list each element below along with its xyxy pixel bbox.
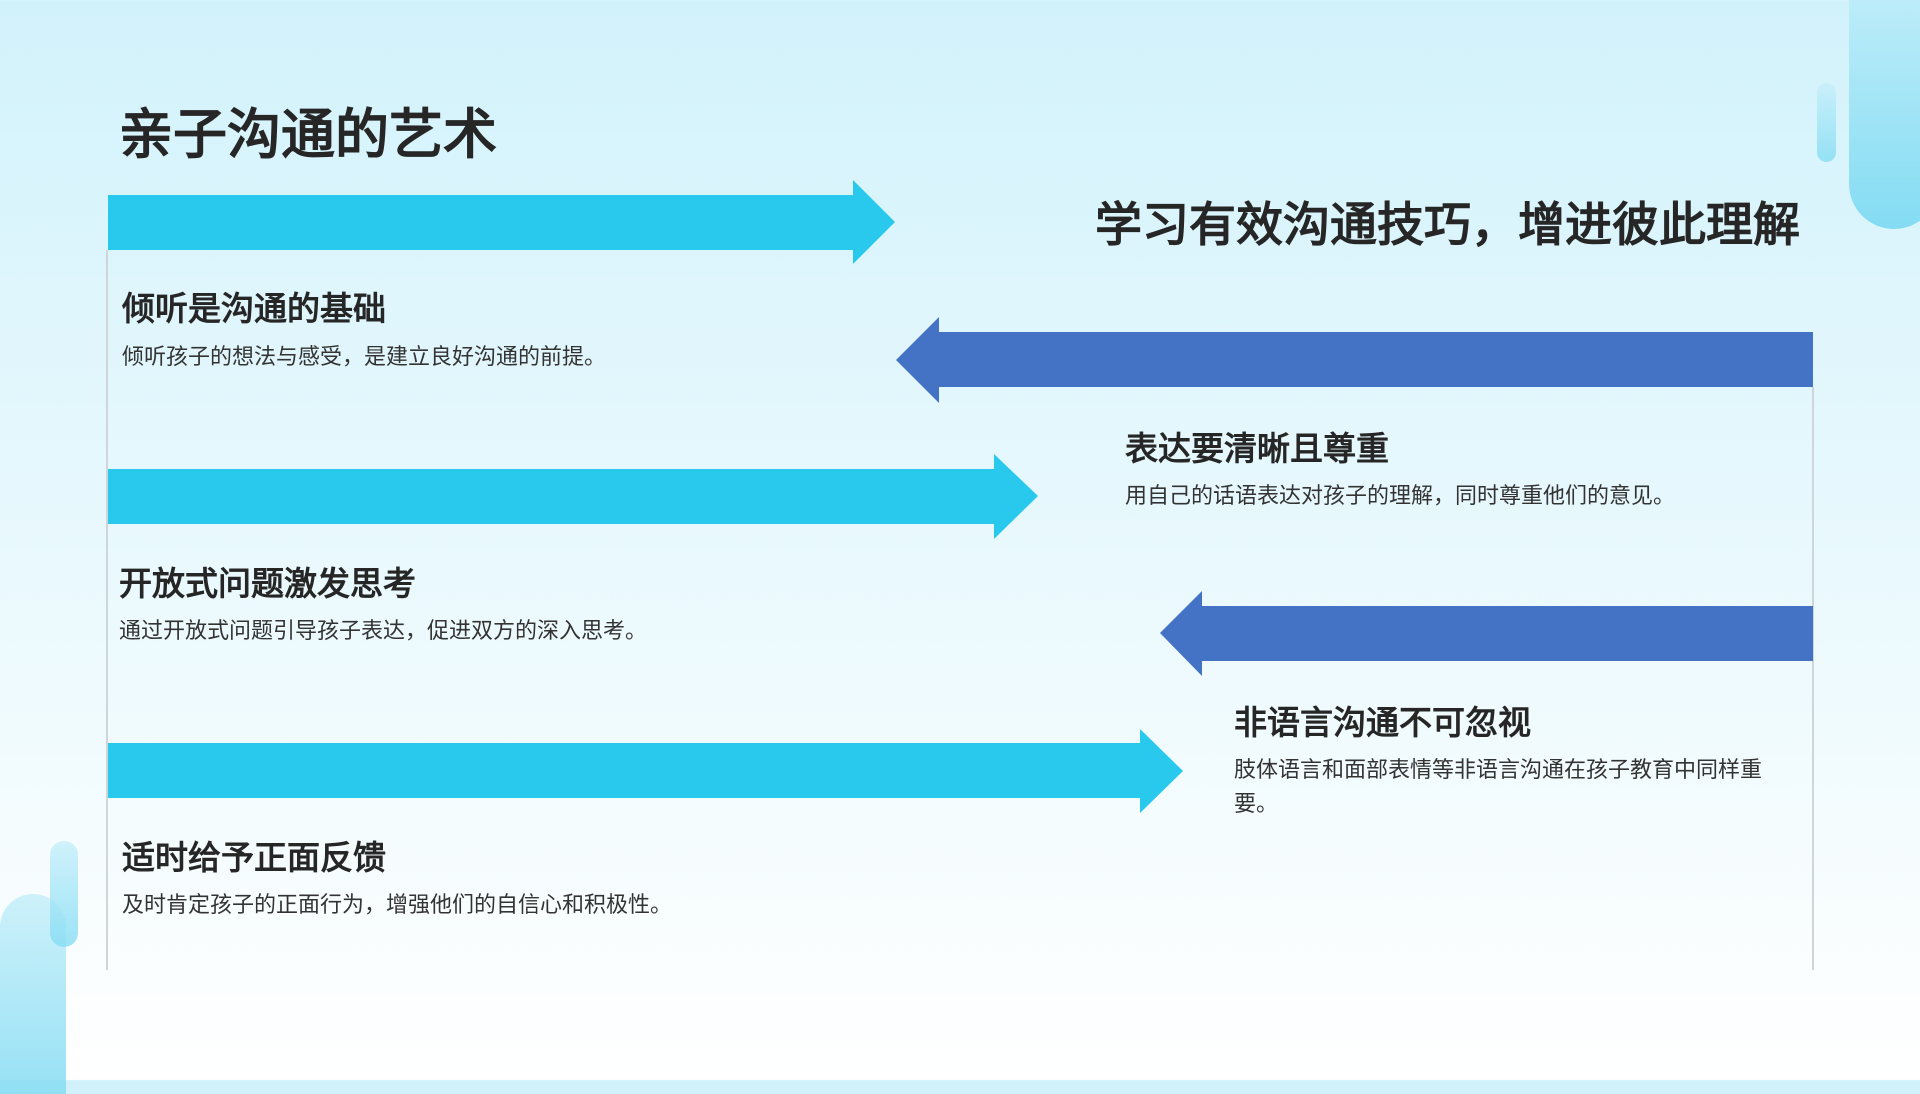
arrow-right-3 — [108, 454, 1038, 539]
item-2-heading: 表达要清晰且尊重 — [1125, 429, 1389, 468]
timeline-left-line — [106, 250, 108, 970]
arrow-right-5 — [108, 729, 1183, 813]
item-2-desc: 用自己的话语表达对孩子的理解，同时尊重他们的意见。 — [1125, 484, 1676, 509]
item-5-heading: 适时给予正面反馈 — [122, 838, 386, 877]
timeline-right-line — [1812, 387, 1814, 970]
decor-pill-small-top — [1817, 83, 1836, 162]
arrow-left-4 — [1160, 591, 1813, 676]
item-4-desc: 肢体语言和面部表情等非语言沟通在孩子教育中同样重要。 — [1234, 758, 1763, 817]
item-4-heading: 非语言沟通不可忽视 — [1234, 703, 1531, 742]
item-5-desc: 及时肯定孩子的正面行为，增强他们的自信心和积极性。 — [122, 893, 673, 918]
arrow-left-2 — [896, 317, 1813, 403]
decor-pill-small-bottom — [50, 841, 78, 947]
page-subtitle: 学习有效沟通技巧，增进彼此理解 — [1095, 198, 1800, 253]
item-1-desc: 倾听孩子的想法与感受，是建立良好沟通的前提。 — [122, 345, 607, 370]
page-title: 亲子沟通的艺术 — [119, 103, 497, 166]
item-3-heading: 开放式问题激发思考 — [119, 564, 416, 603]
item-1-heading: 倾听是沟通的基础 — [122, 289, 386, 328]
arrow-right-1 — [108, 180, 895, 264]
decor-pill-top-right — [1849, 0, 1920, 229]
item-3-desc: 通过开放式问题引导孩子表达，促进双方的深入思考。 — [119, 619, 648, 644]
